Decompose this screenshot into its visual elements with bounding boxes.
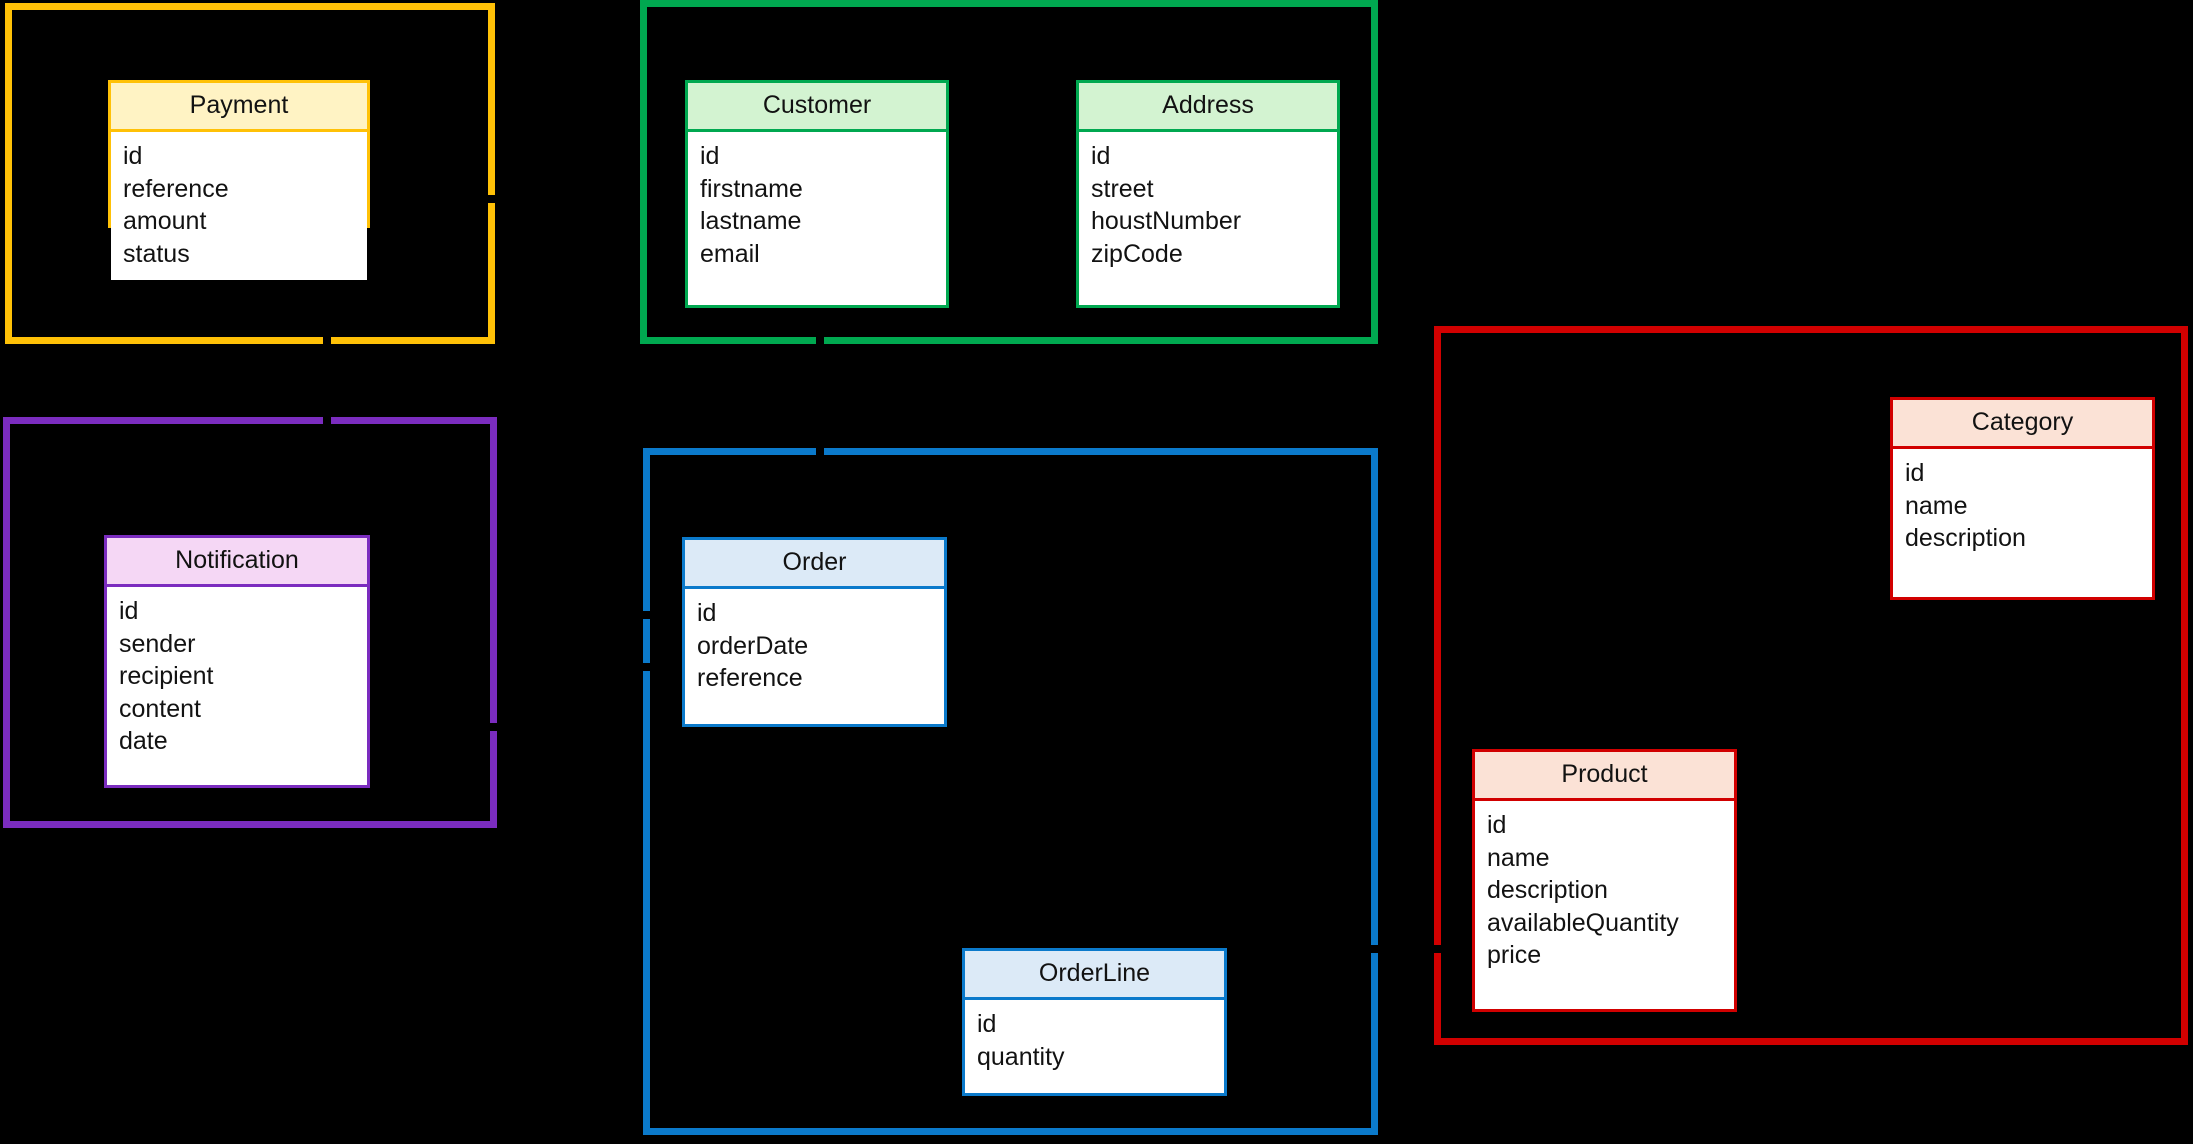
- entity-category-title: Category: [1893, 400, 2152, 449]
- entity-field: lastname: [700, 207, 802, 235]
- entity-field: name: [1487, 843, 1550, 872]
- entity-field: zipCode: [1091, 239, 1183, 268]
- entity-field: id: [119, 597, 139, 625]
- context-notification-port-top: [323, 417, 331, 424]
- context-box-payment[interactable]: [5, 3, 495, 344]
- entity-order-title: Order: [685, 540, 944, 589]
- entity-field: content: [119, 694, 202, 723]
- entity-field: quantity: [977, 1042, 1065, 1071]
- context-payment-port-right: [488, 195, 495, 203]
- entity-field: id: [977, 1010, 997, 1038]
- entity-field: reference: [123, 174, 229, 203]
- entity-field: sender: [119, 629, 196, 658]
- context-product-port-left: [1434, 945, 1441, 953]
- entity-notification[interactable]: Notification id sender recipient content date: [104, 535, 370, 788]
- entity-field: reference: [697, 664, 803, 692]
- context-order-port-top: [816, 448, 824, 455]
- entity-product-title: Product: [1475, 752, 1734, 801]
- entity-category-field-list: id name description: [1893, 449, 2152, 565]
- context-order-port-right: [1371, 945, 1378, 953]
- entity-field: name: [1905, 491, 1968, 520]
- context-payment-port-bottom: [323, 337, 331, 344]
- entity-field: id: [1905, 459, 1925, 487]
- entity-notification-title: Notification: [107, 538, 367, 587]
- context-box-product[interactable]: [1434, 326, 2188, 1045]
- entity-field: id: [1487, 811, 1507, 839]
- entity-field: orderDate: [697, 631, 809, 660]
- context-customer-port-bottom: [816, 337, 824, 344]
- entity-field: id: [697, 599, 717, 627]
- entity-orderline[interactable]: OrderLine id quantity: [962, 948, 1227, 1096]
- context-order-port-left-upper: [643, 611, 650, 619]
- entity-product-field-list: id name description availableQuantity price: [1475, 801, 1734, 982]
- context-order-port-left-lower: [643, 663, 650, 671]
- entity-field: id: [123, 142, 143, 170]
- entity-category[interactable]: Category id name description: [1890, 397, 2155, 600]
- entity-product[interactable]: Product id name description availableQuantit…: [1472, 749, 1737, 1012]
- entity-customer-field-list: id firstname lastname email: [688, 132, 946, 280]
- entity-field: amount: [123, 207, 207, 235]
- entity-orderline-title: OrderLine: [965, 951, 1224, 1000]
- entity-field: street: [1091, 174, 1154, 203]
- entity-customer[interactable]: Customer id firstname lastname email: [685, 80, 949, 308]
- entity-payment-title: Payment: [111, 83, 367, 132]
- entity-field: price: [1487, 941, 1542, 969]
- entity-field: description: [1905, 524, 2026, 552]
- entity-customer-title: Customer: [688, 83, 946, 132]
- entity-order-field-list: id orderDate reference: [685, 589, 944, 705]
- entity-notification-field-list: id sender recipient content date: [107, 587, 367, 768]
- entity-field: status: [123, 239, 190, 268]
- entity-payment-field-list: id reference amount status: [111, 132, 367, 280]
- entity-field: recipient: [119, 662, 214, 690]
- entity-field: houstNumber: [1091, 207, 1242, 235]
- entity-field: id: [1091, 142, 1111, 170]
- entity-address-field-list: id street houstNumber zipCode: [1079, 132, 1337, 280]
- context-box-order[interactable]: [643, 448, 1378, 1135]
- entity-orderline-field-list: id quantity: [965, 1000, 1224, 1083]
- entity-payment[interactable]: Payment id reference amount status: [108, 80, 370, 280]
- entity-field: id: [700, 142, 720, 170]
- entity-field: date: [119, 727, 168, 755]
- entity-field: email: [700, 239, 760, 268]
- context-box-notification[interactable]: [3, 417, 497, 828]
- context-box-customer[interactable]: [640, 0, 1378, 344]
- entity-address-title: Address: [1079, 83, 1337, 132]
- entity-field: firstname: [700, 174, 803, 203]
- entity-order[interactable]: Order id orderDate reference: [682, 537, 947, 727]
- context-notification-port-right: [490, 723, 497, 731]
- entity-field: availableQuantity: [1487, 908, 1679, 937]
- entity-field: description: [1487, 876, 1608, 904]
- entity-address[interactable]: Address id street houstNumber zipCode: [1076, 80, 1340, 308]
